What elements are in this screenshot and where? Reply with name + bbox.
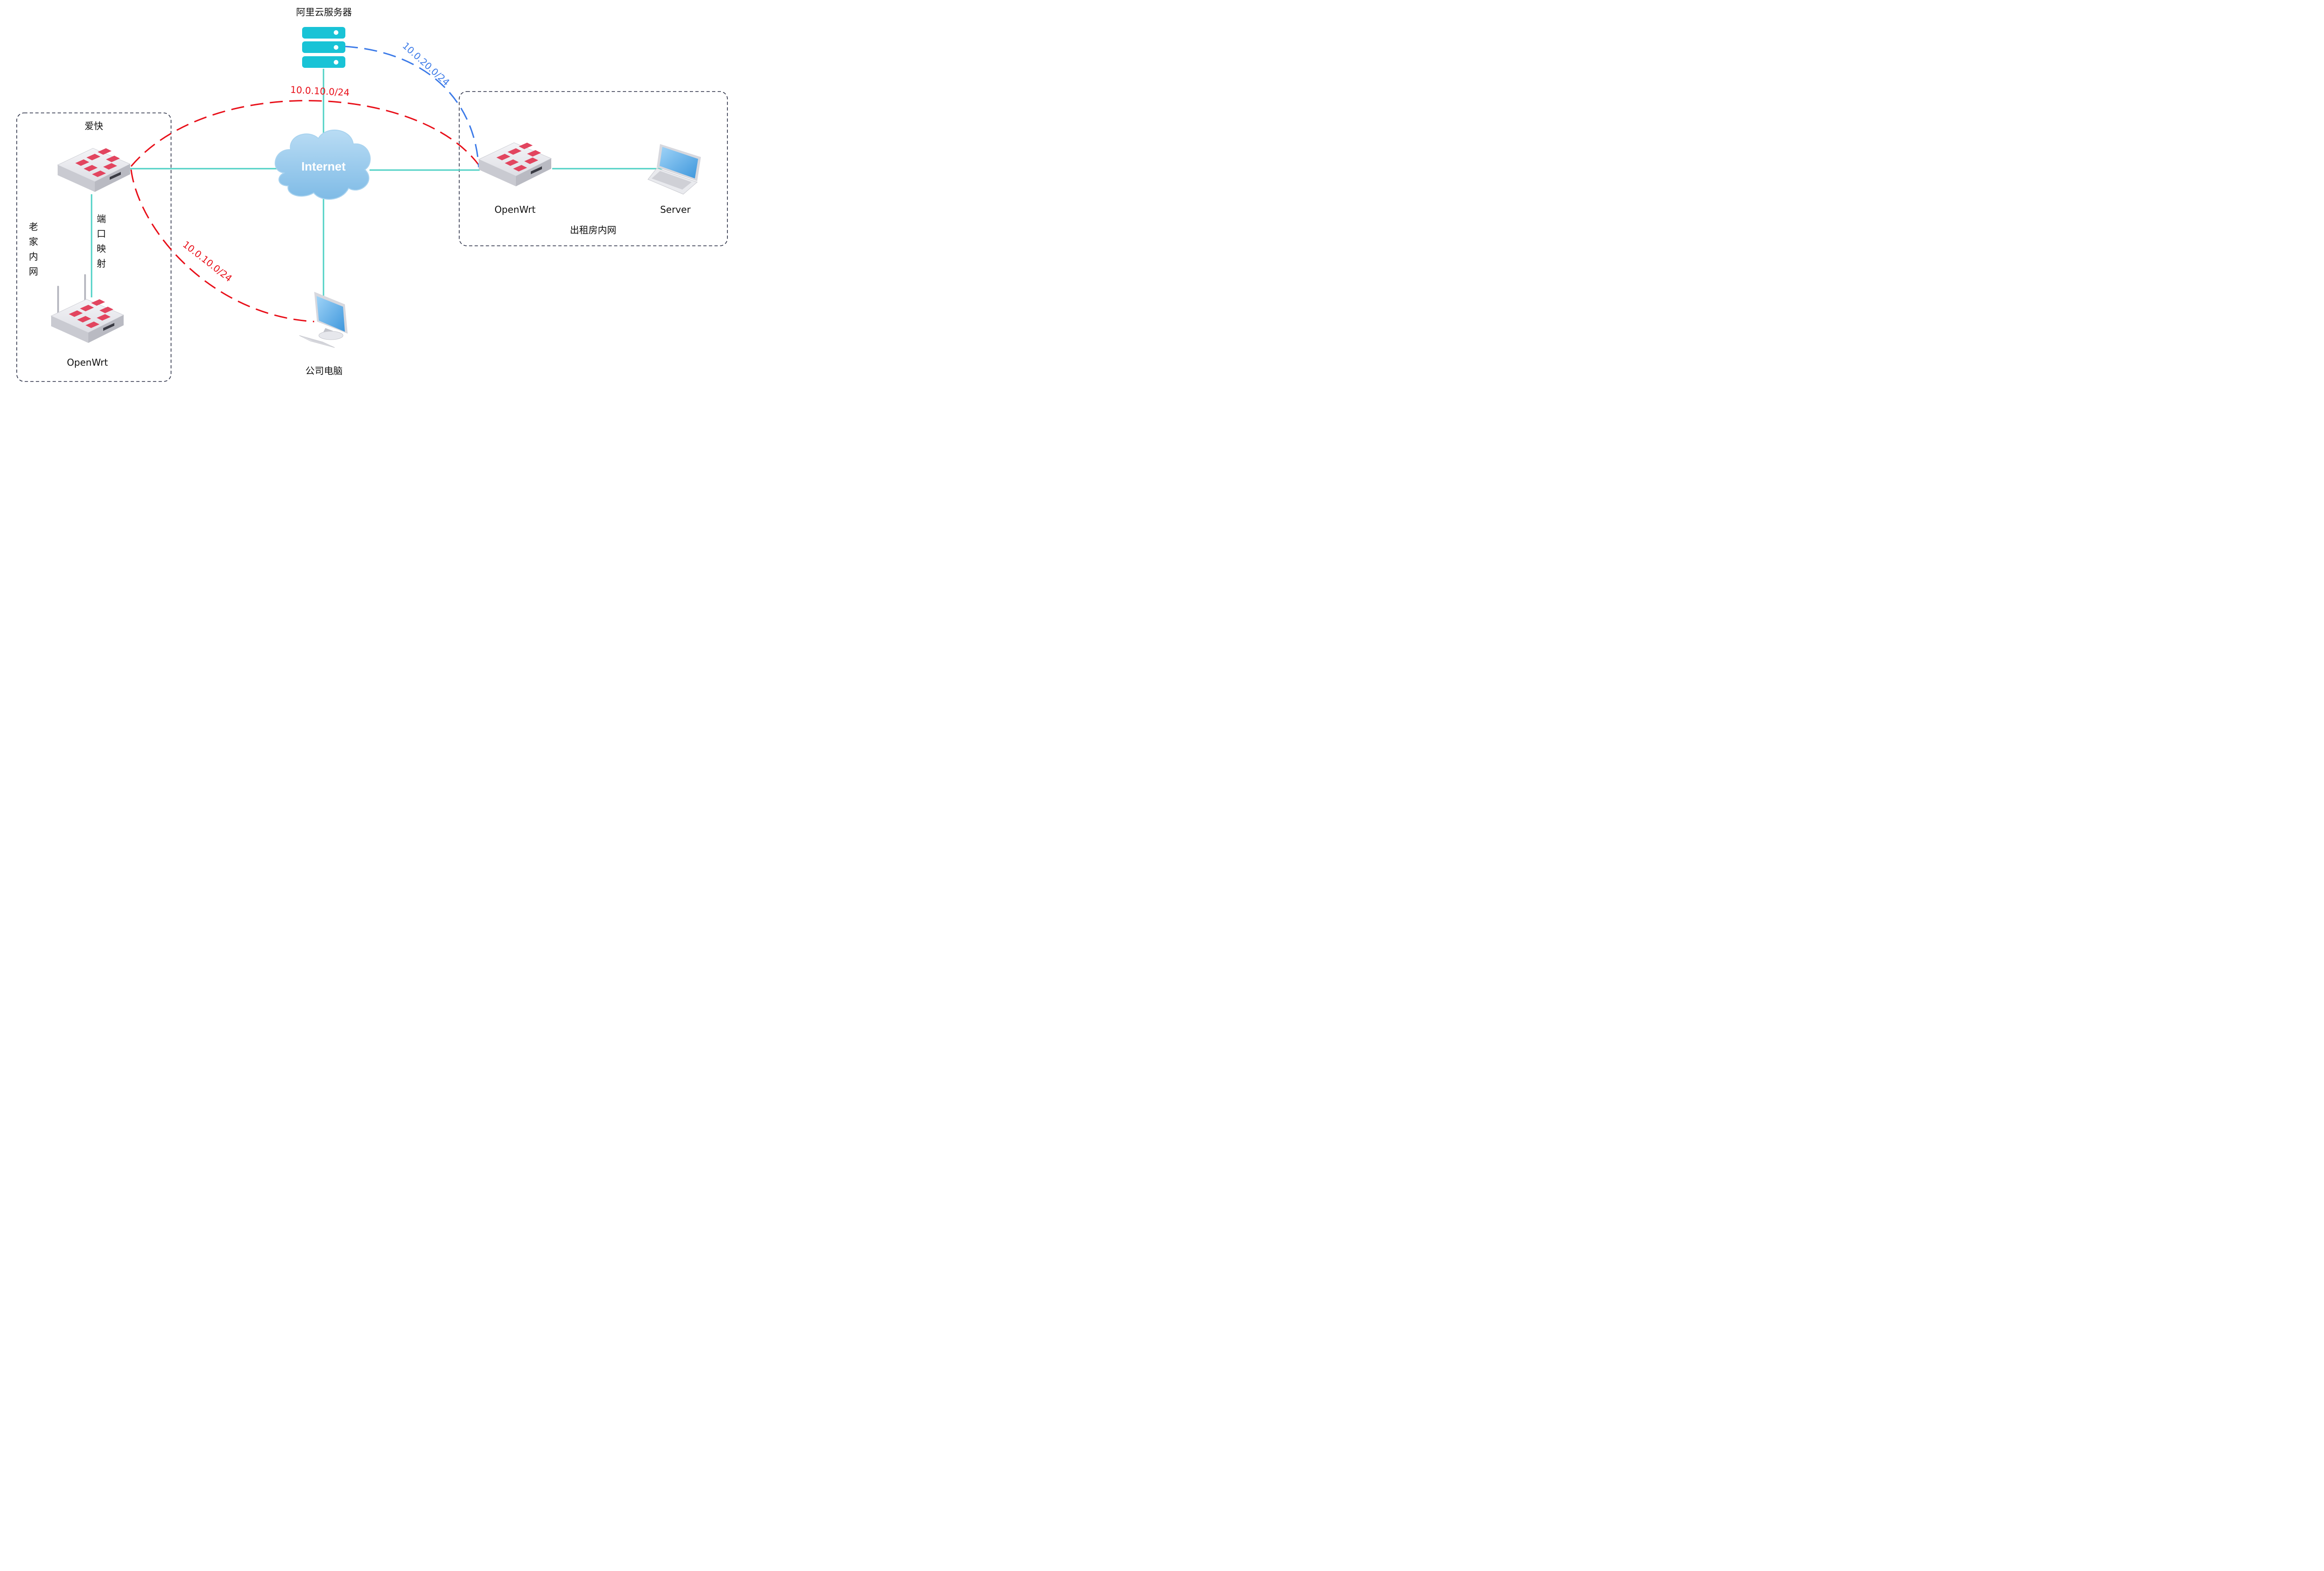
tunnel-blue-label: 10.0.20.0/24: [400, 40, 452, 88]
company-pc-label: 公司电脑: [305, 365, 343, 376]
internet-cloud-icon: [275, 129, 371, 200]
physical-links: [91, 69, 664, 297]
home-lan-label: 老 家 内 网: [29, 221, 38, 277]
aikuai-label: 爱快: [85, 120, 103, 131]
tunnel-red-top: [130, 100, 480, 167]
server-label: Server: [660, 204, 691, 215]
port-mapping-label: 端 口 映 射: [97, 213, 106, 269]
desktop-pc-icon: [299, 292, 348, 348]
home-lan-group: [16, 112, 172, 382]
network-diagram: Internet 阿里云服务器 爱快 端 口 映 射 老 家: [16, 7, 728, 382]
internet-label: Internet: [301, 159, 346, 173]
port-mapping-char: 口: [97, 228, 106, 239]
cloud-server-label: 阿里云服务器: [296, 7, 352, 18]
port-mapping-char: 映: [97, 243, 106, 254]
tunnel-red-top-label: 10.0.10.0/24: [290, 84, 350, 99]
home-lan-char: 老: [29, 221, 38, 232]
rental-lan-group: [459, 91, 728, 246]
home-lan-char: 家: [29, 236, 38, 247]
tunnel-blue: [344, 46, 480, 168]
laptop-icon: [647, 144, 701, 195]
port-mapping-char: 端: [97, 213, 106, 224]
rental-openwrt-router-icon: [478, 142, 552, 187]
home-lan-char: 网: [29, 266, 38, 277]
home-openwrt-label: OpenWrt: [67, 357, 108, 368]
home-openwrt-router-icon: [51, 274, 124, 343]
rental-lan-label: 出租房内网: [570, 224, 616, 236]
tunnel-red-bottom-label: 10.0.10.0/24: [181, 239, 234, 284]
home-lan-char: 内: [29, 251, 38, 262]
cloud-server-icon: [302, 27, 345, 68]
tunnel-red-bottom: [130, 169, 315, 322]
rental-openwrt-label: OpenWrt: [495, 204, 536, 215]
aikuai-router-icon: [57, 148, 131, 192]
port-mapping-char: 射: [97, 258, 106, 269]
